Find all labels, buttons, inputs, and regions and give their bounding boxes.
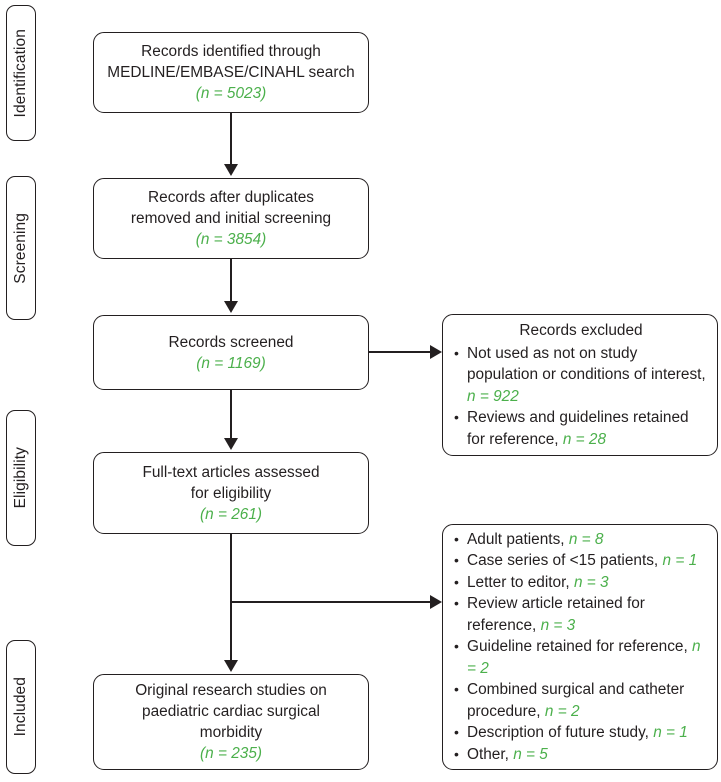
list-item: Guideline retained for reference, n = 2 <box>454 636 708 679</box>
excl-item-text: Case series of <15 patients, <box>467 552 663 570</box>
stage-label-screening: Screening <box>6 176 36 320</box>
excl-item-n: n = 1 <box>653 724 688 742</box>
excl-item-n: n = 1 <box>662 552 698 570</box>
list-item: Review article retained for reference, n… <box>454 593 708 636</box>
arrowhead-down-4 <box>223 660 238 672</box>
stage-label-eligibility-text: Eligibility <box>12 447 29 509</box>
excl-item-text: Reviews and guidelines retained for refe… <box>467 409 689 448</box>
excl-item-text: Not used as not on study population or c… <box>467 344 706 384</box>
list-item: Letter to editor, n = 3 <box>454 572 708 594</box>
node-included-studies-line2: paediatric cardiac surgical <box>142 703 320 720</box>
connector-screened-to-fulltext <box>229 390 233 440</box>
excluded-box-screening: Records excluded Not used as not on stud… <box>442 314 718 456</box>
excluded-box-screening-title: Records excluded <box>519 321 643 339</box>
connector-screened-to-excluded <box>369 351 432 354</box>
list-item: Other, n = 5 <box>454 744 708 766</box>
node-records-identified-line2: MEDLINE/EMBASE/CINAHL search <box>107 64 355 81</box>
list-item: Adult patients, n = 8 <box>454 529 708 551</box>
connector-fulltext-to-included <box>229 534 233 662</box>
arrowhead-right-2 <box>430 594 442 609</box>
stage-label-identification: Identification <box>6 5 36 141</box>
node-records-screened-count: (n = 1169) <box>196 354 266 372</box>
node-fulltext-assessed-line1: Full-text articles assessed <box>142 463 320 481</box>
excl-item-n: n = 8 <box>568 530 604 548</box>
excl-item-n: n = 5 <box>513 745 548 763</box>
excluded-box-eligibility: Adult patients, n = 8 Case series of <15… <box>442 524 718 770</box>
list-item: Combined surgical and catheter procedure… <box>454 679 708 722</box>
stage-label-identification-text: Identification <box>12 28 29 118</box>
node-records-after-duplicates: Records after duplicates removed and ini… <box>93 178 369 259</box>
excl-item-n: n = 3 <box>573 573 609 591</box>
list-item: Reviews and guidelines retained for refe… <box>454 407 708 450</box>
node-records-after-duplicates-line2: removed and initial screening <box>130 210 332 227</box>
node-fulltext-assessed: Full-text articles assessed for eligibil… <box>93 452 369 534</box>
excl-item-text: Guideline retained for reference, <box>467 638 693 656</box>
arrowhead-down-1 <box>223 164 238 176</box>
arrowhead-down-2 <box>223 301 238 313</box>
node-records-identified-line1: Records identified through <box>141 43 321 60</box>
node-records-after-duplicates-line1: Records after duplicates <box>148 189 314 206</box>
stage-label-included: Included <box>6 640 36 774</box>
excl-item-text: Letter to editor, <box>467 573 574 591</box>
excl-item-text: Review article retained for reference, <box>467 595 645 634</box>
excl-item-text: Combined surgical and catheter procedure… <box>467 681 685 720</box>
node-fulltext-assessed-line2: for eligibility <box>190 484 272 502</box>
arrowhead-down-3 <box>223 438 238 450</box>
connector-fulltext-to-excluded <box>229 601 432 604</box>
excl-item-text: Other, <box>467 745 514 763</box>
connector-duplicates-to-screened <box>229 259 233 303</box>
node-records-after-duplicates-count: (n = 3854) <box>195 231 267 248</box>
stage-label-included-text: Included <box>12 677 29 737</box>
excl-item-n: n = 922 <box>467 387 519 405</box>
excluded-box-screening-list: Not used as not on study population or c… <box>454 343 708 451</box>
node-records-identified: Records identified through MEDLINE/EMBAS… <box>93 32 369 113</box>
list-item: Case series of <15 patients, n = 1 <box>454 550 708 572</box>
excl-item-n: n = 2 <box>467 638 701 677</box>
excl-item-n: n = 28 <box>562 430 607 448</box>
excl-item-n: n = 2 <box>544 702 580 720</box>
node-records-screened-line1: Records screened <box>168 333 294 351</box>
arrowhead-right-1 <box>430 344 442 359</box>
stage-label-screening-text: Screening <box>12 212 29 284</box>
list-item: Description of future study, n = 1 <box>454 722 708 744</box>
node-records-identified-count: (n = 5023) <box>195 85 267 102</box>
node-included-studies-line1: Original research studies on <box>135 682 327 699</box>
excl-item-n: n = 3 <box>540 616 576 634</box>
excluded-box-eligibility-list: Adult patients, n = 8 Case series of <15… <box>454 529 708 766</box>
excl-item-text: Adult patients, <box>467 530 569 548</box>
node-records-screened: Records screened (n = 1169) <box>93 315 369 390</box>
node-included-studies: Original research studies on paediatric … <box>93 674 369 770</box>
node-fulltext-assessed-count: (n = 261) <box>199 505 263 523</box>
list-item: Not used as not on study population or c… <box>454 343 708 408</box>
excl-item-text: Description of future study, <box>467 724 654 742</box>
connector-identified-to-duplicates <box>229 113 233 166</box>
node-included-studies-count: (n = 235) <box>199 745 263 762</box>
stage-label-eligibility: Eligibility <box>6 410 36 546</box>
node-included-studies-line3: morbidity <box>199 724 263 741</box>
